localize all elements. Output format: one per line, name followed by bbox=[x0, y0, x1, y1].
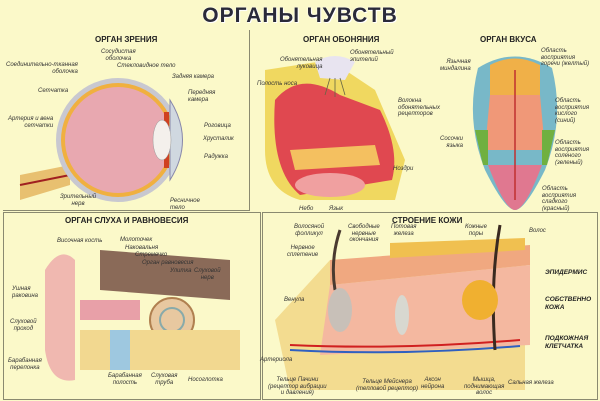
skin-label: Мышца, поднимающая волос bbox=[464, 377, 505, 396]
ear-label: Слуховой нерв bbox=[194, 268, 221, 281]
skin-label: Артериола bbox=[260, 357, 293, 363]
ear-label: Ушная раковина bbox=[12, 286, 38, 299]
smell-label: Небо bbox=[299, 206, 314, 212]
ear-label: Наковальня bbox=[125, 245, 159, 251]
skin-label: Нервное сплетение bbox=[287, 245, 319, 258]
smell-label: Полость носа bbox=[257, 81, 298, 87]
eye-label: Хрусталик bbox=[203, 136, 234, 142]
skin-label: Потовая железа bbox=[391, 224, 417, 237]
skin-illustration bbox=[275, 224, 530, 390]
ear-label: Орган равновесия bbox=[142, 260, 194, 266]
tongue-illustration bbox=[472, 56, 558, 210]
smell-label: Обонятельная луковица bbox=[280, 57, 323, 70]
smell-label: Волокна обонятельных рецепторов bbox=[398, 98, 440, 117]
ear-label: Барабанная перепонка bbox=[8, 358, 42, 371]
eye-title: ОРГАН ЗРЕНИЯ bbox=[95, 35, 158, 44]
ear-label: Улитка bbox=[170, 268, 192, 274]
taste-label: Область восприятия соленого (зеленый) bbox=[555, 140, 590, 166]
skin-label: Волос bbox=[529, 228, 546, 234]
taste-label: Область восприятия сладкого (красный) bbox=[542, 186, 577, 212]
ear-label: Барабанная полость bbox=[108, 373, 142, 386]
ear-label: Слуховая труба bbox=[151, 373, 178, 386]
smell-label: Ноздри bbox=[393, 166, 414, 172]
smell-title: ОРГАН ОБОНЯНИЯ bbox=[303, 35, 380, 44]
ear-label: Носоглотка bbox=[188, 377, 223, 383]
eye-illustration bbox=[19, 78, 183, 202]
skin-layer-label: ПОДКОЖНАЯ КЛЕТЧАТКА bbox=[545, 335, 589, 350]
skin-label: Тельце Пачини (рецептор вибрации и давле… bbox=[268, 377, 327, 396]
eye-label: Радужка bbox=[204, 154, 228, 160]
skin-layer-label: СОБСТВЕННО КОЖА bbox=[545, 296, 592, 311]
eye-label: Ресничное тело bbox=[170, 198, 200, 211]
eye-label: Зрительный нерв bbox=[60, 194, 97, 207]
eye-panel bbox=[3, 30, 250, 211]
skin-layer-label: ЭПИДЕРМИС bbox=[545, 269, 588, 276]
nose-illustration bbox=[265, 56, 405, 200]
eye-label: Сосудистая оболочка bbox=[101, 49, 136, 62]
ear-label: Слуховой проход bbox=[10, 319, 37, 332]
smell-label: Обонятельный эпителий bbox=[350, 50, 394, 63]
ear-label: Молоточек bbox=[120, 237, 153, 243]
taste-label: Язычная миндалина bbox=[440, 59, 471, 72]
ear-illustration bbox=[45, 250, 240, 381]
eye-label: Сетчатка bbox=[38, 88, 69, 94]
skin-title: СТРОЕНИЕ КОЖИ bbox=[392, 216, 463, 225]
taste-label: Сосочки языка bbox=[440, 136, 464, 149]
skin-label: Тельце Мейснера (тепловой рецептор) bbox=[356, 379, 419, 392]
taste-title: ОРГАН ВКУСА bbox=[480, 35, 537, 44]
eye-label: Соединительно-тканная оболочка bbox=[6, 62, 78, 75]
skin-label: Венула bbox=[284, 297, 305, 303]
eye-label: Артерия и вена сетчатки bbox=[8, 116, 54, 129]
poster-title: ОРГАНЫ ЧУВСТВ bbox=[202, 4, 398, 27]
skin-label: Волосяной фолликул bbox=[294, 224, 325, 237]
skin-panel bbox=[262, 212, 598, 400]
skin-label: Свободные нервные окончания bbox=[348, 224, 380, 243]
taste-label: Область восприятия кислого (синий) bbox=[555, 98, 590, 124]
smell-label: Язык bbox=[329, 206, 344, 212]
ear-label: Стремечко bbox=[135, 252, 168, 258]
skin-label: Сальная железа bbox=[508, 380, 554, 386]
ear-label: Височная кость bbox=[57, 238, 103, 244]
skin-label: Аксон нейрона bbox=[421, 377, 445, 390]
eye-label: Задняя камера bbox=[172, 74, 215, 80]
ear-panel bbox=[3, 212, 261, 400]
ear-title: ОРГАН СЛУХА И РАВНОВЕСИЯ bbox=[65, 216, 189, 225]
eye-label: Передняя камера bbox=[188, 90, 216, 103]
skin-label: Кожные поры bbox=[465, 224, 487, 237]
eye-label: Стекловидное тело bbox=[117, 63, 176, 69]
taste-label: Область восприятия горечи (желтый) bbox=[541, 48, 590, 67]
eye-label: Роговица bbox=[204, 123, 231, 129]
